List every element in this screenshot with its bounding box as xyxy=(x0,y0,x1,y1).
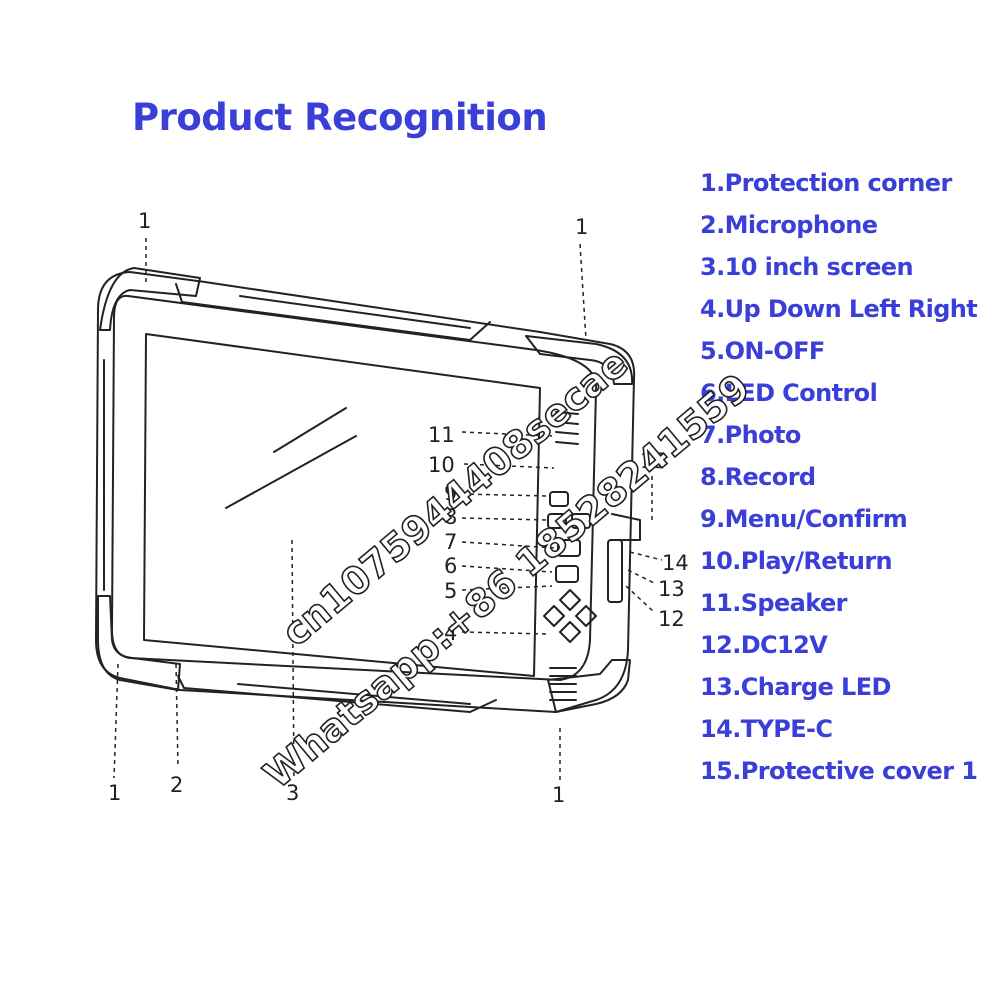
callout-6: 6 xyxy=(444,554,457,578)
callout-13: 13 xyxy=(658,577,685,601)
corner-guard-top-left xyxy=(99,267,201,331)
legend-item-screen: 3.10 inch screen xyxy=(700,253,914,281)
callout-1-top-left: 1 xyxy=(138,209,151,233)
led-control-button xyxy=(557,539,581,557)
callout-15: 15 xyxy=(640,449,667,473)
screen-reflection-2 xyxy=(225,435,357,509)
corner-guard-bottom-right xyxy=(547,659,631,713)
legend-item-type-c: 14.TYPE-C xyxy=(700,715,833,743)
screen xyxy=(143,333,541,677)
power-button xyxy=(555,565,579,583)
parts-legend: 1.Protection corner 2.Microphone 3.10 in… xyxy=(700,168,978,798)
top-handle-edge xyxy=(239,295,471,329)
legend-item-photo: 7.Photo xyxy=(700,421,801,449)
side-port-cover xyxy=(611,513,641,541)
speaker-grille-bottom xyxy=(549,667,577,701)
legend-item-play-return: 10.Play/Return xyxy=(700,547,893,575)
legend-item-on-off: 5.ON-OFF xyxy=(700,337,825,365)
corner-guard-top-right xyxy=(525,335,634,385)
side-port-panel xyxy=(607,539,623,603)
tablet-body-outline xyxy=(95,271,636,713)
bottom-handle xyxy=(177,675,497,713)
page-title: Product Recognition xyxy=(132,96,548,139)
play-return-button xyxy=(549,491,569,507)
callout-12: 12 xyxy=(658,607,685,631)
callout-4: 4 xyxy=(444,621,457,645)
callout-7: 7 xyxy=(444,530,457,554)
callout-11: 11 xyxy=(428,423,455,447)
legend-item-led-control: 6.LED Control xyxy=(700,379,878,407)
callout-9: 9 xyxy=(444,481,457,505)
callout-1-bottom-left: 1 xyxy=(108,781,121,805)
callout-14: 14 xyxy=(662,551,689,575)
legend-item-menu-confirm: 9.Menu/Confirm xyxy=(700,505,908,533)
callout-1-bottom-right: 1 xyxy=(552,783,565,807)
screen-reflection-1 xyxy=(273,407,347,453)
legend-item-speaker: 11.Speaker xyxy=(700,589,847,617)
callout-3: 3 xyxy=(286,781,299,805)
bottom-handle-edge xyxy=(237,683,471,705)
legend-item-dc12v: 12.DC12V xyxy=(700,631,828,659)
legend-item-microphone: 2.Microphone xyxy=(700,211,878,239)
photo-button xyxy=(571,513,591,529)
legend-item-protective-cover: 15.Protective cover 1 xyxy=(700,757,978,785)
callout-5: 5 xyxy=(444,579,457,603)
callout-8: 8 xyxy=(444,505,457,529)
callout-1-top-right: 1 xyxy=(575,215,588,239)
legend-item-protection-corner: 1.Protection corner xyxy=(700,169,952,197)
callout-10: 10 xyxy=(428,453,455,477)
tablet-bezel xyxy=(111,294,598,681)
legend-item-record: 8.Record xyxy=(700,463,816,491)
callout-2: 2 xyxy=(170,773,183,797)
top-handle xyxy=(175,283,491,341)
corner-guard-bottom-left xyxy=(97,595,181,691)
record-button xyxy=(547,513,567,529)
legend-item-direction-keys: 4.Up Down Left Right xyxy=(700,295,978,323)
direction-pad xyxy=(543,589,597,643)
speaker-grille-top xyxy=(555,411,579,445)
legend-item-charge-led: 13.Charge LED xyxy=(700,673,891,701)
